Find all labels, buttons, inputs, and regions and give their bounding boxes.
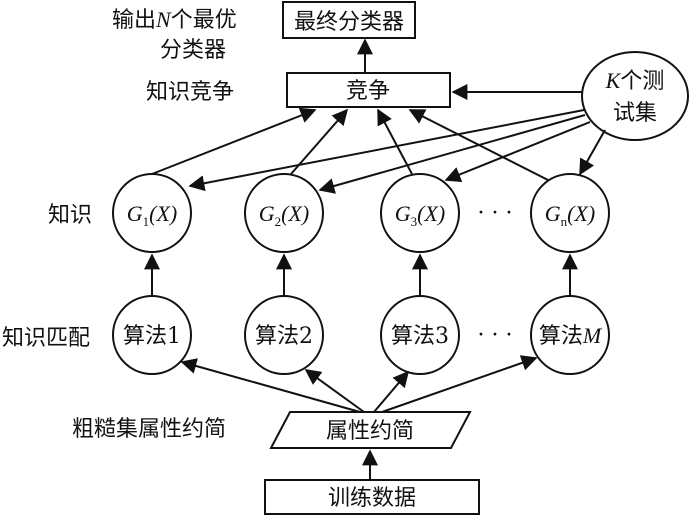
training-data-box: 训练数据 — [264, 479, 480, 515]
final-classifier-box: 最终分类器 — [282, 1, 416, 39]
arrow-reduction-to-algorithm-1 — [180, 358, 361, 413]
test-sets-node: K个测 试集 — [581, 51, 689, 141]
knowledge-matching-label: 知识匹配 — [2, 326, 90, 351]
arrow-knowledge-1-to-competition — [151, 107, 317, 175]
knowledge-node-3-text: G3(X) — [395, 201, 445, 229]
arrow-testsets-to-knowledge-1 — [188, 109, 585, 192]
algorithm-node-2: 算法2 — [244, 295, 324, 375]
test-sets-line1-rest: 个测 — [620, 69, 664, 94]
knowledge-label: 知识 — [48, 203, 92, 228]
test-sets-line2: 试集 — [613, 101, 657, 126]
algorithm-node-m: 算法M — [530, 295, 610, 375]
algorithm-node-1-text: 算法1 — [123, 324, 181, 349]
knowledge-node-n-text: Gn(X) — [545, 201, 595, 229]
output-label-line2: 分类器 — [160, 38, 226, 63]
knowledge-ellipsis: · · · — [478, 201, 513, 226]
training-data-text: 训练数据 — [328, 486, 416, 511]
knowledge-node-1-text: G1(X) — [127, 201, 177, 229]
knowledge-node-2: G2(X) — [244, 173, 324, 253]
attribute-reduction-box: 属性约简 — [269, 411, 472, 449]
arrow-testsets-to-knowledge-2 — [318, 114, 586, 194]
knowledge-node-n: Gn(X) — [530, 173, 610, 253]
competition-box: 竞争 — [286, 72, 451, 108]
knowledge-node-1: G1(X) — [112, 173, 192, 253]
algorithm-node-3: 算法3 — [380, 295, 460, 375]
algorithm-node-3-text: 算法3 — [391, 324, 449, 349]
algorithm-node-1: 算法1 — [112, 295, 192, 375]
knowledge-node-3: G3(X) — [380, 173, 460, 253]
arrow-knowledge-2-to-competition — [290, 108, 349, 175]
knowledge-competition-label: 知识竞争 — [146, 80, 234, 105]
rough-set-reduction-label: 粗糙集属性约简 — [72, 417, 226, 442]
test-sets-line1: K个测 — [605, 68, 665, 94]
arrow-reduction-to-algorithm-m — [381, 355, 538, 413]
algorithm-node-m-var: M — [582, 323, 603, 348]
knowledge-node-2-text: G2(X) — [259, 201, 309, 229]
competition-text: 竞争 — [346, 79, 390, 104]
arrow-testsets-to-knowledge-n — [579, 129, 606, 176]
arrow-reduction-to-algorithm-2 — [304, 369, 365, 413]
algorithm-node-m-prefix: 算法 — [539, 324, 583, 349]
arrow-knowledge-3-to-competition — [377, 108, 413, 175]
final-classifier-text: 最终分类器 — [294, 10, 404, 35]
attribute-reduction-text: 属性约简 — [326, 419, 414, 444]
algorithm-ellipsis: · · · — [478, 323, 513, 348]
arrow-testsets-to-knowledge-3 — [444, 121, 591, 183]
algorithm-node-m-text: 算法M — [539, 323, 603, 349]
algorithm-node-2-text: 算法2 — [255, 324, 313, 349]
arrow-reduction-to-algorithm-3 — [373, 370, 410, 413]
output-label-line1: 输出N个最优 — [112, 7, 237, 33]
